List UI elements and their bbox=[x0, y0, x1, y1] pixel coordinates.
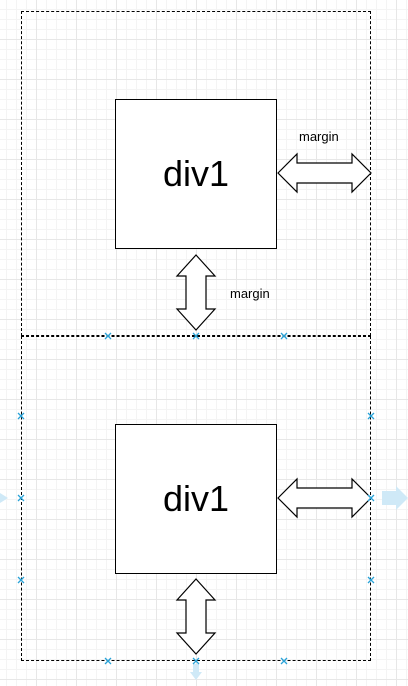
div1-box-top-label: div1 bbox=[162, 153, 230, 194]
selection-handles bbox=[17, 332, 375, 665]
handle-x-icon[interactable] bbox=[280, 332, 288, 340]
handle-x-icon[interactable] bbox=[17, 412, 25, 420]
handle-x-icon[interactable] bbox=[367, 412, 375, 420]
handle-x-icon[interactable] bbox=[367, 494, 375, 502]
margin-horizontal-arrow-top-icon[interactable] bbox=[277, 152, 372, 194]
guide-arrow-down-icon bbox=[190, 664, 202, 680]
handle-x-icon[interactable] bbox=[280, 657, 288, 665]
handle-x-icon[interactable] bbox=[104, 657, 112, 665]
margin-right-label[interactable]: margin bbox=[299, 129, 339, 144]
handle-x-icon[interactable] bbox=[17, 576, 25, 584]
handle-x-icon[interactable] bbox=[192, 332, 200, 340]
margin-vertical-arrow-top-icon[interactable] bbox=[175, 254, 217, 331]
div1-box-bottom[interactable]: div1 bbox=[115, 424, 277, 574]
div1-box-bottom-label: div1 bbox=[162, 478, 230, 519]
guide-arrow-left-icon bbox=[0, 493, 8, 503]
margin-bottom-label[interactable]: margin bbox=[230, 286, 270, 301]
handle-x-icon[interactable] bbox=[17, 494, 25, 502]
handle-x-icon[interactable] bbox=[104, 332, 112, 340]
handle-x-icon[interactable] bbox=[367, 576, 375, 584]
guide-arrow-right-icon bbox=[382, 486, 408, 510]
margin-vertical-arrow-bottom-icon[interactable] bbox=[175, 578, 217, 655]
div1-box-top[interactable]: div1 bbox=[115, 99, 277, 249]
handle-x-icon[interactable] bbox=[192, 657, 200, 665]
